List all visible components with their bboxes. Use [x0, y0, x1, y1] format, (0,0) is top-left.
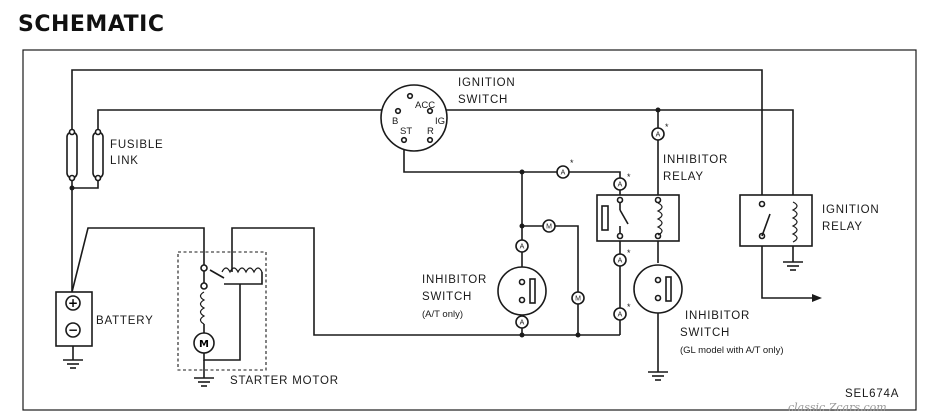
connector-a-4: A: [515, 239, 529, 253]
connector-a-5: A: [515, 315, 529, 329]
motor-icon: M: [199, 339, 209, 350]
fusible-link-label-1: FUSIBLE: [110, 139, 164, 151]
inhibitor-relay: INHIBITOR RELAY: [596, 154, 728, 242]
battery-minus-icon: −: [68, 323, 78, 337]
battery-label: BATTERY: [96, 315, 154, 327]
connector-a-2: A: [613, 177, 627, 191]
svg-text:M: M: [575, 296, 581, 303]
ignition-relay: IGNITION RELAY: [739, 194, 880, 247]
inhibitor-switch-gl-label-2: SWITCH: [680, 327, 730, 339]
inhibitor-switch-at: INHIBITOR SWITCH (A/T only): [422, 266, 547, 320]
svg-text:A: A: [561, 170, 566, 177]
watermark: classic Zcars.com: [788, 401, 887, 414]
connector-markers: A A A A A A A M M * * * * *: [515, 122, 669, 329]
connector-a-6: A: [613, 253, 627, 267]
svg-text:A: A: [520, 244, 525, 251]
asterisk-1: *: [570, 158, 574, 168]
inhibitor-switch-gl-label-1: INHIBITOR: [685, 310, 750, 322]
fusible-link: FUSIBLE LINK: [66, 128, 164, 182]
inhibitor-relay-label-2: RELAY: [663, 171, 704, 183]
wiring: [69, 69, 822, 381]
svg-text:A: A: [656, 132, 661, 139]
ignition-relay-label-1: IGNITION: [822, 204, 880, 216]
fusible-link-label-2: LINK: [110, 155, 139, 167]
inhibitor-relay-label-1: INHIBITOR: [663, 154, 728, 166]
asterisk-4: *: [627, 248, 631, 258]
svg-text:A: A: [520, 320, 525, 327]
ignition-terminal-b: B: [392, 116, 398, 127]
svg-text:A: A: [618, 258, 623, 265]
asterisk-2: *: [627, 172, 631, 182]
battery: + − BATTERY: [55, 291, 154, 369]
connector-a-3: A: [651, 127, 665, 141]
inhibitor-switch-at-label-3: (A/T only): [422, 309, 463, 320]
ignition-switch-label-1: IGNITION: [458, 77, 516, 89]
asterisk-3: *: [665, 122, 669, 132]
connector-a-1: A: [556, 165, 570, 179]
ignition-terminal-acc: ACC: [415, 100, 435, 111]
page-title: SCHEMATIC: [18, 12, 165, 37]
connector-m-2: M: [571, 291, 585, 305]
starter-motor: M STARTER MOTOR: [177, 251, 339, 387]
asterisk-5: *: [627, 302, 631, 312]
diagram-code: SEL674A: [845, 388, 899, 400]
inhibitor-switch-at-label-2: SWITCH: [422, 291, 472, 303]
inhibitor-switch-gl-label-3: (GL model with A/T only): [680, 345, 783, 356]
inhibitor-switch-at-label-1: INHIBITOR: [422, 274, 487, 286]
inhibitor-switch-gl: INHIBITOR SWITCH (GL model with A/T only…: [633, 264, 783, 356]
connector-a-7: A: [613, 307, 627, 321]
ignition-switch-label-2: SWITCH: [458, 94, 508, 106]
battery-plus-icon: +: [68, 296, 78, 310]
svg-text:M: M: [546, 224, 552, 231]
svg-text:A: A: [618, 312, 623, 319]
ignition-switch: ACC B IG ST R IGNITION SWITCH: [380, 77, 516, 152]
connector-m-1: M: [542, 219, 556, 233]
ignition-terminal-ig: IG: [435, 116, 445, 127]
ignition-relay-label-2: RELAY: [822, 221, 863, 233]
starter-motor-label: STARTER MOTOR: [230, 375, 339, 387]
diagram-frame: [22, 49, 917, 411]
svg-text:A: A: [618, 182, 623, 189]
ignition-terminal-st: ST: [400, 126, 412, 137]
ignition-terminal-r: R: [427, 126, 434, 137]
